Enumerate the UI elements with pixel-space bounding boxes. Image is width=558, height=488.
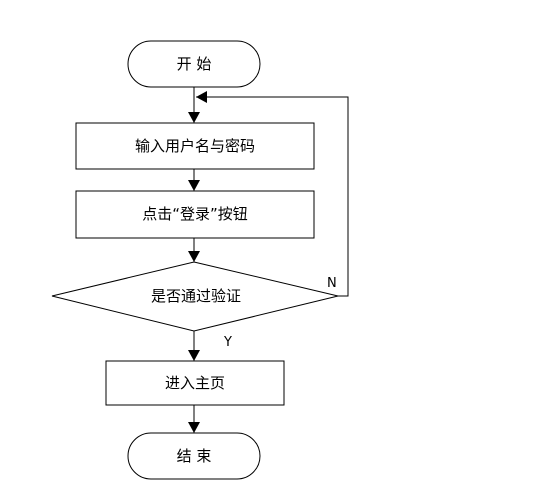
end-shape <box>127 432 261 480</box>
end-node: 结 束 <box>127 432 261 480</box>
decision-no-label: N <box>327 276 337 291</box>
input-node: 输入用户名与密码 <box>75 122 315 170</box>
start-node: 开 始 <box>127 40 261 88</box>
decision-label: 是否通过验证 <box>151 287 241 305</box>
enter-label: 进入主页 <box>165 374 225 392</box>
end-label: 结 束 <box>177 447 212 465</box>
decision-node: 是否通过验证 <box>51 261 339 332</box>
edge-decision-yes <box>188 331 200 361</box>
edge-enter-to-end <box>188 405 200 433</box>
click-shape <box>75 190 315 239</box>
edge-click-to-decision <box>188 238 200 262</box>
input-shape <box>75 122 315 170</box>
edge-input-to-click <box>188 169 200 191</box>
edge-start-to-input <box>188 87 200 123</box>
enter-node: 进入主页 <box>105 360 285 406</box>
start-label: 开 始 <box>177 55 212 73</box>
decision-yes-label: Y <box>223 335 232 350</box>
click-label: 点击“登录”按钮 <box>142 205 248 223</box>
enter-shape <box>105 360 285 406</box>
input-label: 输入用户名与密码 <box>135 137 255 155</box>
edge-decision-no-loop <box>196 91 349 297</box>
click-node: 点击“登录”按钮 <box>75 190 315 239</box>
